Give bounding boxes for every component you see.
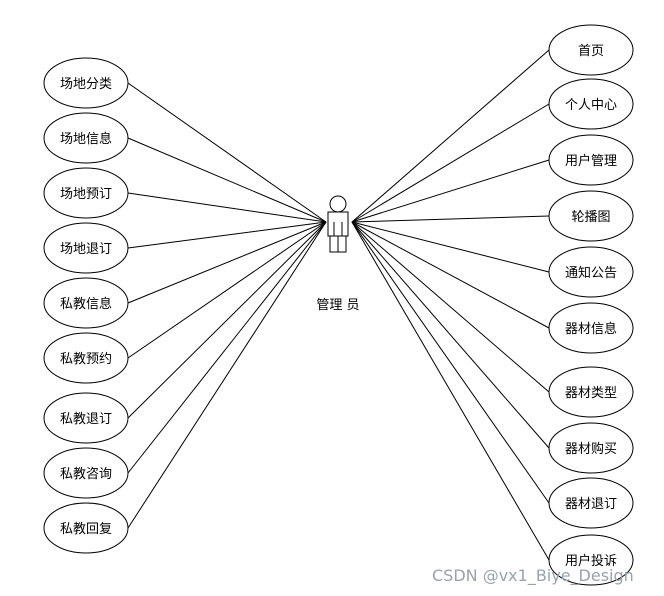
use-case-label: 用户投诉 [565, 553, 617, 569]
use-case-label: 私教咨询 [60, 466, 112, 482]
association-line-left-8 [127, 221, 327, 529]
actor-icon [327, 195, 349, 253]
use-case-ellipse [548, 246, 634, 298]
association-line-left-7 [127, 221, 327, 474]
use-case-right-2: 用户管理 [548, 134, 634, 186]
association-line-right-4 [351, 221, 550, 273]
use-case-label: 器材类型 [565, 386, 617, 401]
use-case-label: 私教回复 [60, 521, 112, 537]
use-case-label: 场地预订 [60, 187, 112, 202]
use-case-ellipse [548, 134, 634, 186]
use-case-right-4: 通知公告 [548, 246, 634, 298]
use-case-left-3: 场地退订 [43, 222, 129, 274]
use-case-ellipse [43, 167, 129, 219]
use-case-ellipse [548, 190, 634, 242]
use-case-ellipse [43, 112, 129, 164]
use-case-left-1: 场地信息 [43, 112, 129, 164]
use-case-label: 轮播图 [571, 210, 610, 225]
use-case-ellipse [548, 422, 634, 474]
use-case-label: 器材退订 [565, 497, 617, 512]
use-case-right-5: 器材信息 [548, 302, 634, 354]
use-case-right-0: 首页 [548, 24, 634, 76]
use-case-left-5: 私教预约 [43, 332, 129, 384]
use-case-ellipse [548, 24, 634, 76]
use-case-label: 通知公告 [565, 265, 617, 281]
use-case-left-8: 私教回复 [43, 502, 129, 554]
use-case-ellipse [43, 332, 129, 384]
use-case-left-2: 场地预订 [43, 167, 129, 219]
use-case-label: 首页 [578, 44, 604, 59]
association-line-right-5 [351, 221, 550, 329]
association-line-right-6 [351, 221, 550, 393]
association-lines [127, 49, 550, 561]
use-case-right-1: 个人中心 [548, 78, 634, 130]
use-case-left-4: 私教信息 [43, 277, 129, 329]
association-line-right-9 [351, 221, 550, 561]
association-line-left-4 [127, 221, 327, 304]
use-case-ellipse [548, 302, 634, 354]
actor-label: 管理 员 [316, 298, 359, 313]
use-case-left-7: 私教咨询 [43, 447, 129, 499]
use-case-ellipse [43, 447, 129, 499]
association-line-left-5 [127, 221, 327, 359]
use-case-label: 场地信息 [60, 131, 112, 147]
use-case-label: 用户管理 [565, 153, 617, 169]
association-line-left-0 [127, 82, 327, 223]
association-line-right-3 [351, 215, 550, 223]
association-line-right-7 [351, 221, 550, 449]
use-case-ellipse [548, 477, 634, 529]
association-line-right-2 [351, 159, 550, 223]
use-case-right-7: 器材购买 [548, 422, 634, 474]
association-line-left-2 [127, 192, 327, 223]
use-case-label: 器材信息 [565, 321, 617, 337]
use-case-label: 场地退订 [60, 242, 112, 257]
use-case-ellipse [43, 222, 129, 274]
use-case-label: 私教预约 [60, 351, 112, 367]
association-line-right-1 [351, 103, 550, 223]
use-case-label: 场地分类 [60, 77, 112, 92]
use-case-ellipse [43, 392, 129, 444]
use-case-label: 器材购买 [565, 441, 617, 457]
use-case-ellipse [43, 57, 129, 109]
use-case-right-8: 器材退订 [548, 477, 634, 529]
association-line-right-0 [351, 49, 550, 223]
use-case-ellipse [43, 277, 129, 329]
use-case-left-0: 场地分类 [43, 57, 129, 109]
association-line-left-3 [127, 221, 327, 249]
use-case-left-6: 私教退订 [43, 392, 129, 444]
use-case-label: 私教信息 [60, 296, 112, 312]
use-case-right-9: 用户投诉 [548, 534, 634, 586]
use-case-ellipse [548, 366, 634, 418]
watermark: CSDN @vx1_Biye_Design [432, 566, 634, 585]
actor: 管理 员 [316, 195, 360, 313]
use-case-ellipse [548, 78, 634, 130]
association-line-left-6 [127, 221, 327, 419]
use-case-right-3: 轮播图 [548, 190, 634, 242]
use-case-right-6: 器材类型 [548, 366, 634, 418]
use-case-ellipse [548, 534, 634, 586]
use-case-ellipse [43, 502, 129, 554]
association-line-right-8 [351, 221, 550, 504]
use-case-label: 个人中心 [565, 98, 617, 113]
association-line-left-1 [127, 137, 327, 223]
use-case-label: 私教退订 [60, 411, 112, 427]
